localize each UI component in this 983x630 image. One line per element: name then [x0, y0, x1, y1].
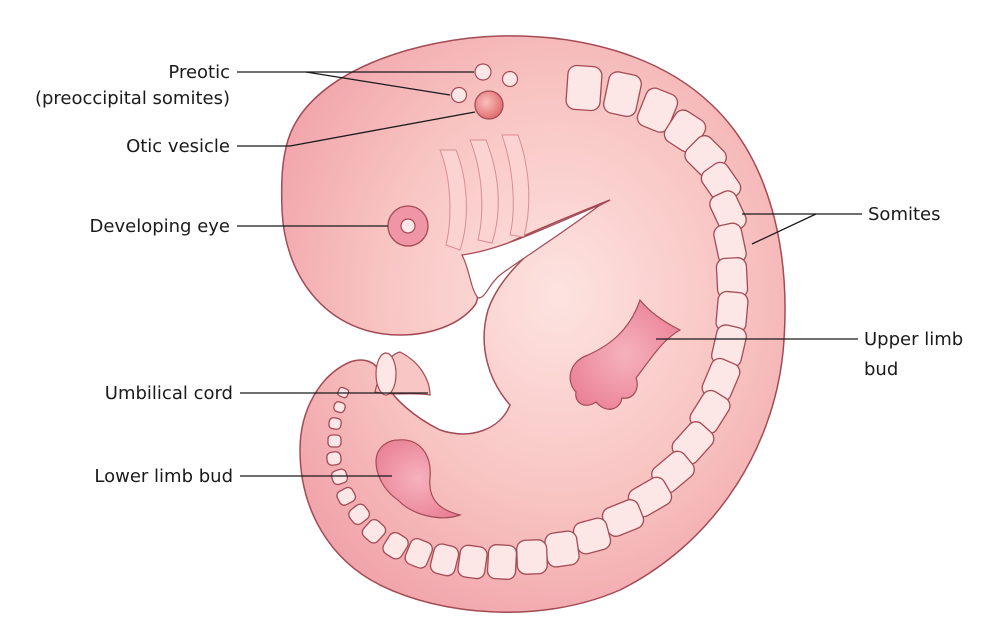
label-otic-vesicle: Otic vesicle [126, 136, 230, 157]
umbilical-cord [375, 352, 430, 395]
pharyngeal-arches [440, 135, 529, 250]
otic-vesicle [475, 91, 503, 119]
label-upper-limb-line2: bud [864, 359, 898, 380]
label-upper-limb-line1: Upper limb [864, 329, 963, 350]
label-preotic-line2: (preoccipital somites) [35, 88, 230, 109]
label-developing-eye: Developing eye [90, 216, 230, 237]
label-preotic-line1: Preotic [168, 62, 230, 83]
label-somites: Somites [868, 204, 940, 225]
embryo-body [282, 36, 785, 612]
label-lower-limb-bud: Lower limb bud [94, 466, 233, 487]
developing-eye [388, 206, 428, 246]
label-umbilical-cord: Umbilical cord [105, 383, 233, 404]
